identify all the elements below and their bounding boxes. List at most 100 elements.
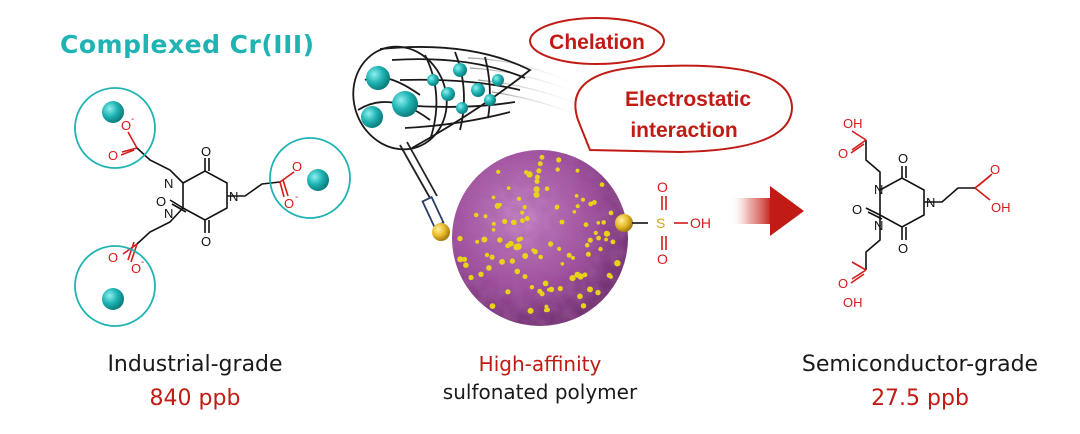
svg-text:OH: OH (843, 116, 863, 131)
sulfonate-dot (606, 231, 611, 236)
semiconductor-grade-label: Semiconductor-grade (801, 352, 1039, 377)
sulfonate-dot (575, 204, 580, 209)
sulfonate-dot (583, 222, 589, 228)
industrial-grade-label: Industrial-grade (107, 352, 283, 377)
cr-complex-circles (74, 87, 351, 327)
sulfonate-dot (585, 251, 591, 257)
sulfonate-dot (457, 256, 464, 263)
sulfonate-dot (483, 214, 488, 219)
sulfonate-dot (572, 210, 577, 214)
svg-text:OH: OH (843, 295, 863, 310)
sulfonate-dot (520, 218, 525, 224)
sulfonate-dot (592, 200, 597, 205)
sulfonate-dot (537, 161, 543, 167)
electrostatic-bubble: Electrostatic interaction (574, 64, 794, 154)
o-atom-label: O (201, 234, 211, 249)
sulfonated-polymer-particle (452, 150, 628, 326)
sulfonate-dot (598, 246, 603, 252)
sulfonate-dot (556, 157, 562, 163)
sulfonate-dot (499, 258, 505, 265)
sulfonate-dot (461, 256, 468, 262)
sulfonate-dot (498, 202, 502, 207)
o-minus-label: O (131, 261, 141, 276)
chelation-bubble: Chelation (529, 17, 665, 65)
svg-text:O: O (852, 202, 862, 217)
sulfonate-dot (580, 197, 586, 202)
sulfonated-polymer-label: sulfonated polymer (442, 380, 638, 404)
sulfonate-dot (534, 178, 540, 184)
industrial-concentration: 840 ppb (149, 386, 241, 411)
svg-text:Chelation: Chelation (549, 31, 645, 54)
cr-ion-balls (102, 101, 329, 310)
svg-text:interaction: interaction (630, 119, 737, 142)
sulfonate-dot (534, 174, 540, 180)
sulfonate-dot (489, 254, 495, 260)
sulfonate-dot (497, 237, 503, 243)
sulfonate-dot (536, 168, 542, 174)
sulfonate-dot (505, 243, 511, 249)
sulfonate-dot (608, 210, 614, 216)
net-handle (399, 141, 445, 228)
sulfonate-dot (522, 274, 528, 280)
sulfonate-dot (587, 286, 593, 293)
sulfonate-dot (557, 285, 563, 292)
sulfonate-dot (475, 239, 480, 244)
right-molecule (865, 140, 975, 270)
catch-net (352, 45, 532, 151)
sulfonate-dot (544, 304, 549, 309)
sulfonate-dot (486, 265, 492, 271)
sulfonate-dot (516, 237, 522, 242)
sulfonate-dot (614, 260, 621, 267)
sulfonic-acid-group (632, 196, 688, 250)
sulfonate-dot (577, 293, 583, 300)
sulfonate-dot (560, 262, 565, 266)
svg-text:-: - (295, 192, 298, 203)
sulfonate-dot (542, 280, 549, 287)
right-carboxylic-acids (850, 130, 993, 284)
sulfonate-dot (595, 289, 601, 296)
sulfonate-dot (509, 258, 516, 264)
sulfonate-dot (526, 171, 533, 178)
n-atom-label: N (164, 176, 173, 191)
sulfonate-dot (491, 228, 496, 232)
sulfonate-dot (505, 289, 511, 295)
svg-text:O: O (657, 179, 668, 195)
sulfonate-dots (457, 154, 623, 314)
sulfonate-dot (481, 236, 488, 243)
sulfonate-dot (584, 242, 590, 248)
sulfonate-dot (457, 235, 463, 242)
n-atom-label: N (229, 189, 238, 204)
sulfonate-dot (531, 248, 536, 253)
process-arrow (730, 186, 804, 236)
left-carboxylates (120, 131, 295, 263)
o-atom-label: O (201, 144, 211, 159)
sulfonate-dot (527, 307, 534, 314)
sulfonate-dot (545, 307, 550, 312)
sulfonate-dot (489, 303, 496, 309)
sulfonate-dot (599, 182, 605, 187)
sulfonate-dot (580, 303, 587, 309)
svg-text:OH: OH (991, 200, 1011, 215)
n-atom-label: N (164, 206, 173, 221)
anchor-sphere-left (432, 223, 450, 241)
svg-text:N: N (874, 218, 883, 233)
sulfonate-dot (575, 168, 580, 173)
svg-text:O: O (108, 250, 118, 265)
sulfonate-dot (502, 218, 508, 225)
svg-text:O: O (292, 159, 302, 174)
sulfonate-dot (587, 237, 593, 243)
sulfonate-dot (529, 285, 535, 290)
captured-cr-ions (361, 63, 504, 128)
sulfonate-dot (548, 241, 554, 247)
sulfonate-dot (554, 204, 560, 210)
sulfonate-dot (533, 191, 540, 198)
sulfonate-dot (574, 271, 581, 278)
sulfonate-dot (478, 271, 484, 277)
svg-text:Electrostatic: Electrostatic (625, 88, 751, 111)
sulfonate-dot (610, 239, 616, 245)
sulfonate-dot (473, 212, 479, 218)
sulfonate-dot (496, 169, 501, 174)
sulfonate-dot (522, 205, 527, 210)
sulfonate-dot (596, 221, 601, 225)
